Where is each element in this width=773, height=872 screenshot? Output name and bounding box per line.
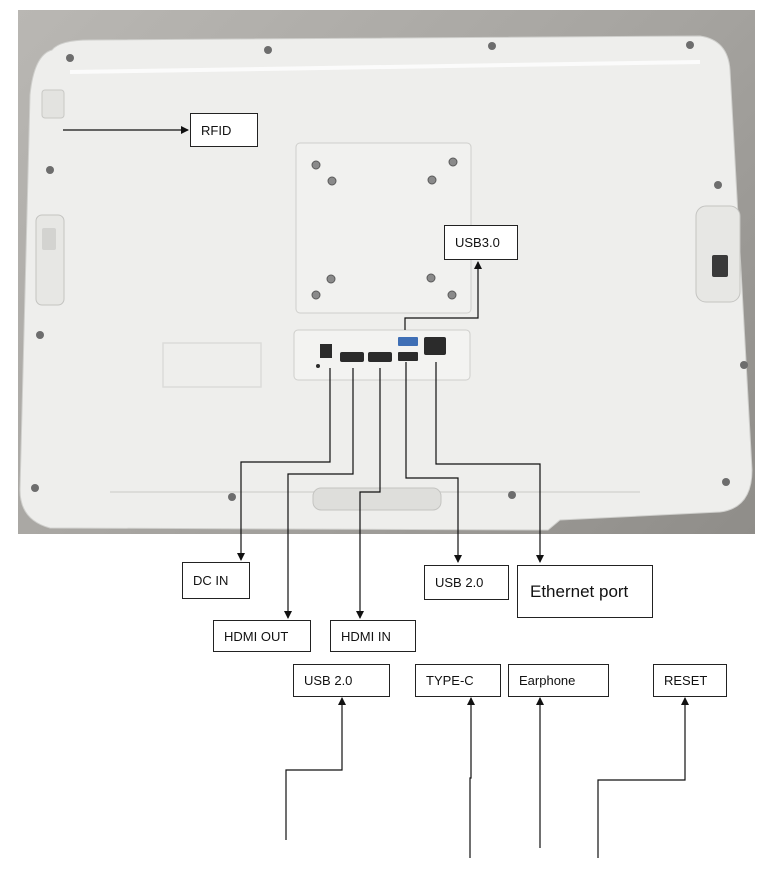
label-hdmi-out: HDMI OUT	[213, 620, 311, 652]
ethernet-jack	[424, 337, 446, 355]
label-type-c: TYPE-C	[415, 664, 501, 697]
label-ethernet-port: Ethernet port	[517, 565, 653, 618]
label-earphone: Earphone	[508, 664, 609, 697]
usb3-port	[398, 337, 418, 346]
label-dc-in: DC IN	[182, 562, 250, 599]
usb2-rear-port	[398, 352, 418, 361]
label-usb20-rear: USB 2.0	[424, 565, 509, 600]
label-rfid: RFID	[190, 113, 258, 147]
label-usb20-bottom: USB 2.0	[293, 664, 390, 697]
label-hdmi-in: HDMI IN	[330, 620, 416, 652]
label-reset: RESET	[653, 664, 727, 697]
dc-in-port	[320, 344, 332, 358]
hdmi-out-port	[340, 352, 364, 362]
hdmi-in-port	[368, 352, 392, 362]
label-usb30: USB3.0	[444, 225, 518, 260]
